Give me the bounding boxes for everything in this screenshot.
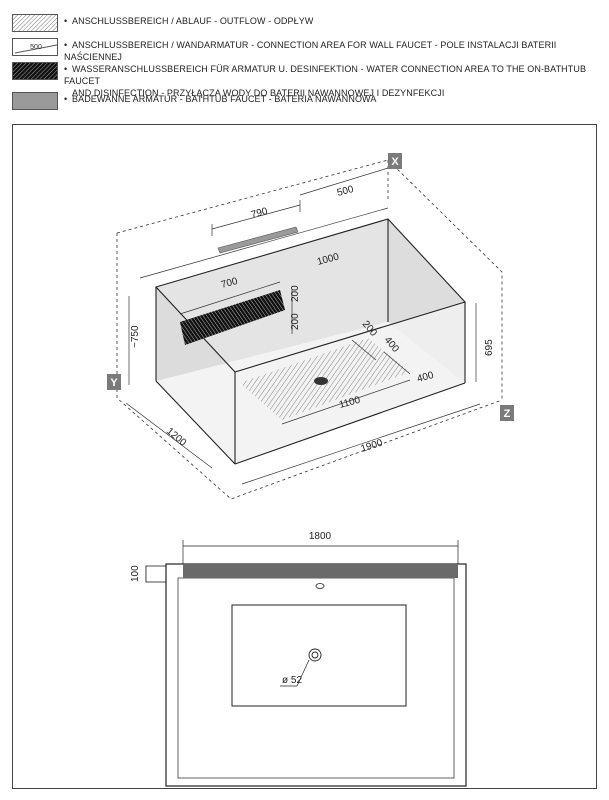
swatch-500-label: 500 xyxy=(30,44,42,51)
svg-text:X: X xyxy=(391,156,399,168)
legend-label-water-connection: •WASSERANSCHLUSSBEREICH FÜR ARMATUR U. D… xyxy=(64,64,587,98)
axis-tag-x: X xyxy=(388,153,402,169)
legend-row-bathtub-faucet: •BADEWANNE ARMATUR - BATHTUB FAUCET - BA… xyxy=(12,92,597,116)
wall-faucet-bar xyxy=(217,226,299,254)
dim-label-400-side: 400 xyxy=(416,370,435,385)
dim-label-695: 695 xyxy=(484,339,495,356)
axis-tag-z: Z xyxy=(500,405,514,421)
plan-dim-label-1800: 1800 xyxy=(309,531,332,542)
legend-label-outflow: •ANSCHLUSSBEREICH / ABLAUF - OUTFLOW - O… xyxy=(64,16,314,26)
bathtub-faucet-swatch xyxy=(12,92,58,110)
plan-dim-label-100: 100 xyxy=(130,565,141,582)
legend-row-wall-faucet: 500 •ANSCHLUSSBEREICH / WANDARMATUR - CO… xyxy=(12,38,597,62)
water-connection-area xyxy=(180,290,285,345)
dim-label-700: 700 xyxy=(220,276,239,291)
dim-label-1100: 1100 xyxy=(338,395,362,411)
svg-text:Y: Y xyxy=(110,377,118,389)
isometric-view xyxy=(116,159,503,500)
plan-drain-icon xyxy=(308,648,322,662)
dim-label-790: 790 xyxy=(250,206,269,221)
dim-label-200-lower: 200 xyxy=(290,313,301,330)
dim-label-500: 500 xyxy=(336,184,355,199)
drawing-frame xyxy=(12,124,597,789)
plan-faucet-strip xyxy=(183,564,458,578)
legend-row-outflow: •ANSCHLUSSBEREICH / ABLAUF - OUTFLOW - O… xyxy=(12,14,597,38)
axis-tag-y: Y xyxy=(107,374,121,390)
dim-label-750: ~750 xyxy=(130,325,141,348)
legend-label-bathtub-faucet: •BADEWANNE ARMATUR - BATHTUB FAUCET - BA… xyxy=(64,94,377,104)
water-connection-swatch xyxy=(12,62,58,80)
legend: •ANSCHLUSSBEREICH / ABLAUF - OUTFLOW - O… xyxy=(12,14,597,116)
wall-faucet-swatch: 500 xyxy=(12,38,58,56)
svg-text:Z: Z xyxy=(504,408,511,420)
legend-row-water-connection: •WASSERANSCHLUSSBEREICH FÜR ARMATUR U. D… xyxy=(12,62,597,98)
dim-label-1900: 1900 xyxy=(360,437,385,454)
drain-icon xyxy=(314,377,328,385)
legend-label-wall-faucet: •ANSCHLUSSBEREICH / WANDARMATUR - CONNEC… xyxy=(64,40,557,62)
dim-label-200-upper: 200 xyxy=(290,285,301,302)
plan-drain-label: ø 52 xyxy=(282,675,302,686)
outflow-hatch-swatch xyxy=(12,14,58,32)
dim-label-1200: 1200 xyxy=(164,426,188,449)
plan-view xyxy=(145,540,467,787)
